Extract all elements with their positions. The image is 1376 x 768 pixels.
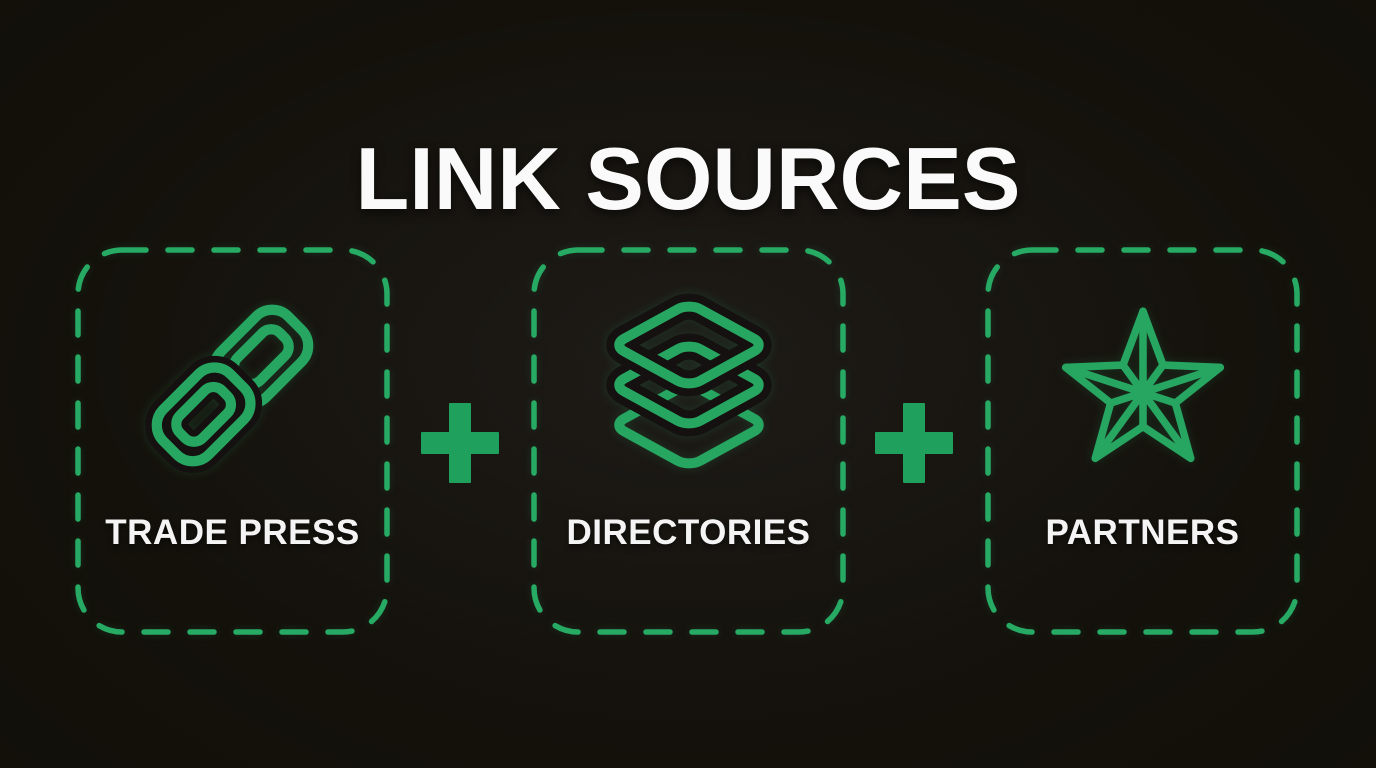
- plus-icon: [421, 403, 499, 483]
- dashed-border: [75, 247, 390, 635]
- plus-icon: [875, 403, 953, 483]
- link-icon: [145, 304, 314, 473]
- card-label: DIRECTORIES: [566, 513, 811, 552]
- card-label: PARTNERS: [1045, 513, 1240, 552]
- page-title: LINK SOURCES: [355, 128, 1021, 228]
- card-label: TRADE PRESS: [105, 513, 360, 552]
- card-trade-press: TRADE PRESS: [75, 247, 390, 635]
- star-icon: [1061, 307, 1224, 463]
- dashed-border: [531, 247, 846, 635]
- layers-icon: [604, 300, 774, 470]
- card-directories: DIRECTORIES: [531, 247, 846, 635]
- card-partners: PARTNERS: [985, 247, 1300, 635]
- dashed-border: [985, 247, 1300, 635]
